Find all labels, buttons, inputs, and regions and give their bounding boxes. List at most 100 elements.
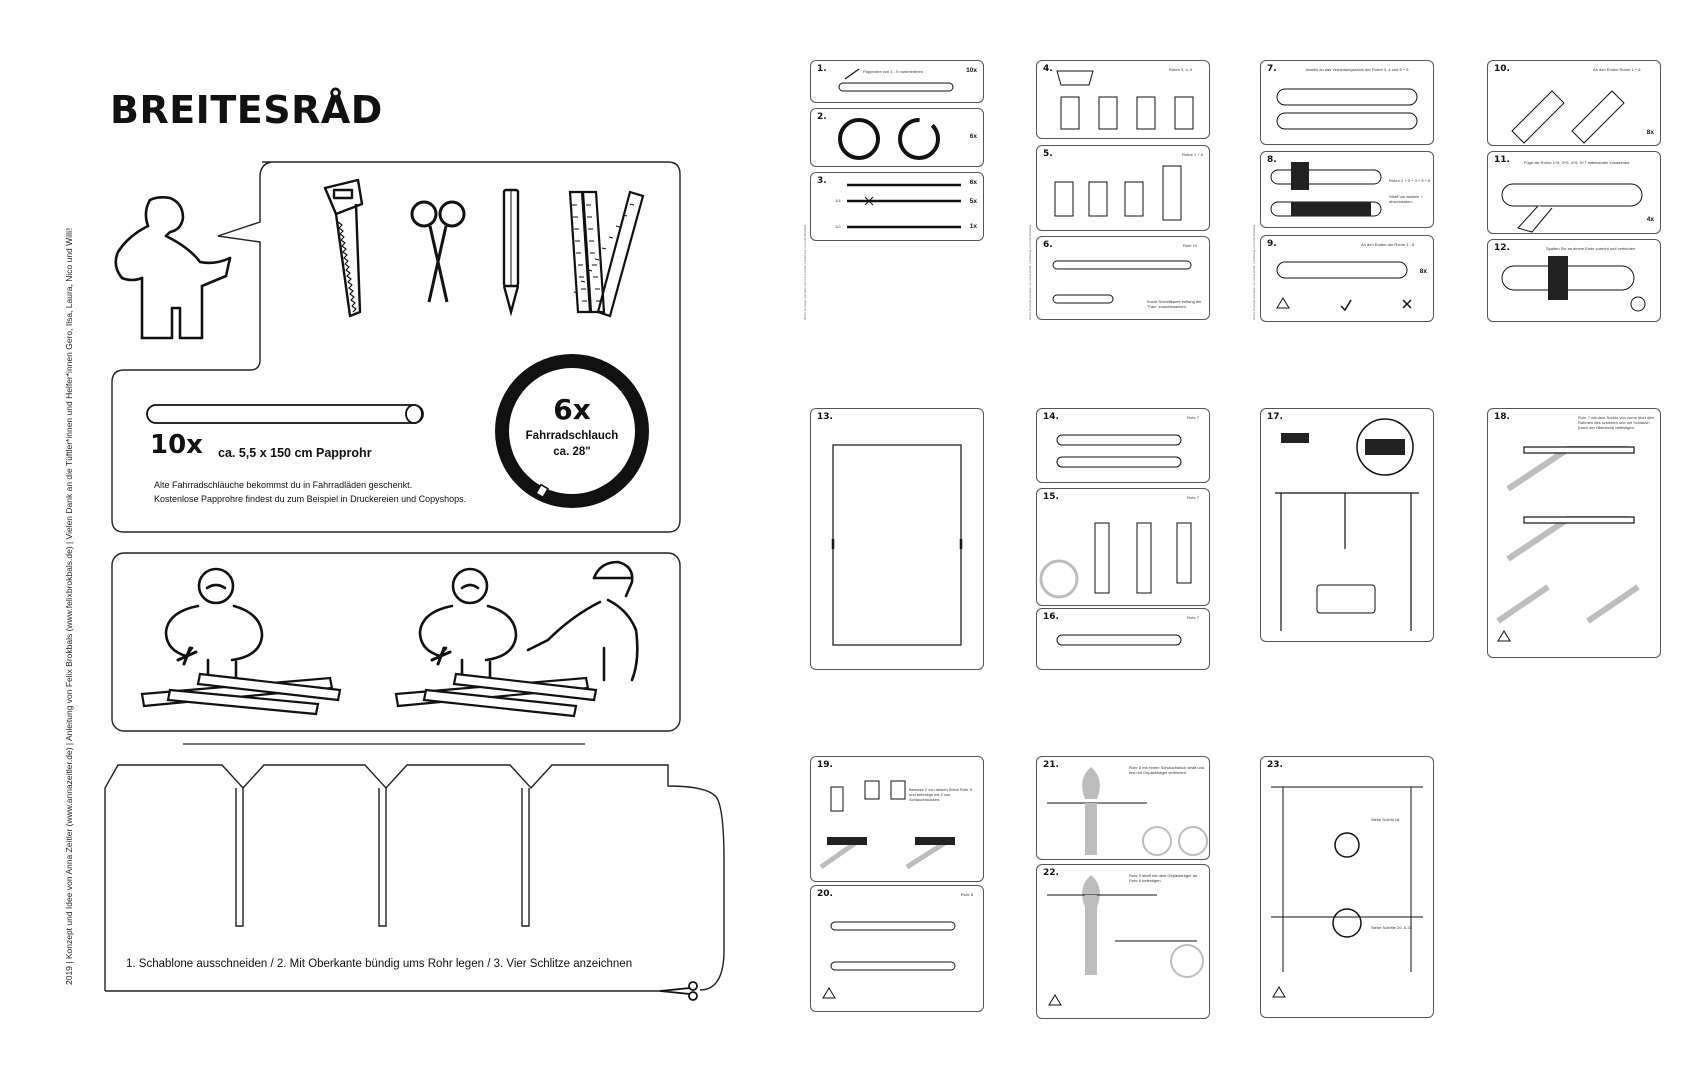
step-note: Rohr 7 <box>1187 615 1200 620</box>
step-16-panel: 16. Rohr 7 <box>1036 608 1210 670</box>
scissors-icon <box>410 200 466 303</box>
step-note-2: Kurze Schnittkante entlang der "Falz" zu… <box>1147 299 1202 309</box>
step-note: Füge die Rohre 1+5, 3+5, 4+5, 5+7 mitein… <box>1524 160 1631 165</box>
step-note: An den Enden Rohre 1 + 6 <box>1593 67 1641 72</box>
step-17-panel: 17. <box>1260 408 1434 642</box>
step-note-2: Straff um wickeln + abschneiden. <box>1389 194 1423 204</box>
step-number: 20. <box>817 889 833 899</box>
step-number: 21. <box>1043 760 1059 770</box>
step-number: 7. <box>1267 64 1277 74</box>
step-7-panel: 7. Jeweils an das Verbindungsstück der R… <box>1260 60 1434 145</box>
inner-tube-quantity: 6x <box>553 393 591 426</box>
step-quantity: 4x <box>1646 216 1654 223</box>
step-note: Rohr 9 straff mit dem Gepäckträger an Ro… <box>1129 873 1198 883</box>
step-number: 16. <box>1043 612 1059 622</box>
callout-label: Siehe Schritte 20. & 22. <box>1371 925 1414 930</box>
pencil-icon <box>502 188 520 317</box>
page-title: BREITESRÅD <box>110 88 383 132</box>
fraction-label: 1/4 <box>835 198 841 203</box>
folding-ruler-icon <box>568 190 645 318</box>
step-5-panel: 5. Rohre 1 + 6 <box>1036 145 1210 231</box>
step-number: 11. <box>1494 155 1510 165</box>
person-hammering-icon <box>164 567 264 682</box>
template-instructions: 1. Schablone ausschneiden / 2. Mit Oberk… <box>126 958 633 970</box>
step-number: 18. <box>1494 412 1510 422</box>
step-quantity: 8x <box>1646 129 1654 136</box>
step-quantity: 5x <box>969 198 977 205</box>
step-6-panel: 6. Rohr 10 Kurze Schnittkante entlang de… <box>1036 236 1210 320</box>
tube-description: ca. 5,5 x 150 cm Papprohr <box>218 446 372 460</box>
step-number: 8. <box>1267 155 1277 165</box>
step-note: Rohr 10 <box>1183 243 1198 248</box>
step-number: 4. <box>1043 64 1053 74</box>
step-note: Rohre 2 + 3 + 4 + 5 + 6 <box>1389 178 1431 183</box>
step-1-panel: 1. Papprohre von 1 - 9 nummerieren 10x <box>810 60 984 103</box>
fraction-label: 1/2 <box>835 224 841 229</box>
step-20-panel: 20. Rohr 8 <box>810 885 984 1012</box>
sheet-credit: 2019 | Konzept und Idee von Anna Zeitler… <box>1028 224 1032 320</box>
step-13-panel: 13. <box>810 408 984 670</box>
step-23-panel: 23. Siehe Schritt 18. Siehe Schritte 20.… <box>1260 756 1434 1018</box>
assistant-figure-icon <box>114 196 232 340</box>
step-15-panel: 15. Rohr 7 <box>1036 488 1210 606</box>
step-number: 5. <box>1043 149 1053 159</box>
step-number: 10. <box>1494 64 1510 74</box>
step-number: 12. <box>1494 243 1510 253</box>
step-8-panel: 8. Rohre 2 + 3 + 4 + 5 + 6 Straff um wic… <box>1260 151 1434 228</box>
step-note: Rohr 7 <box>1187 415 1200 420</box>
callout-label: Siehe Schritt 18. <box>1371 817 1401 822</box>
intro-boxes <box>104 161 725 992</box>
step-note: Spalten Sie an einem Ende zurecht und ve… <box>1546 246 1637 251</box>
step-quantity: 6x <box>969 179 977 186</box>
materials-note-1: Alte Fahrradschläuche bekommst du in Fah… <box>154 480 413 490</box>
step-number: 17. <box>1267 412 1283 422</box>
step-quantity: 1x <box>969 223 977 230</box>
step-note: Rohr 8 mit einem Schlauchstück straff un… <box>1129 765 1205 775</box>
scissors-cut-icon[interactable] <box>0 0 740 1001</box>
step-18-panel: 18. Rohr 7 mit dem Schlitz von vorne übe… <box>1487 408 1661 658</box>
step-number: 19. <box>817 760 833 770</box>
inner-tube-icon <box>495 354 649 508</box>
step-number: 1. <box>817 64 827 74</box>
step-note: Rohre 3, 4, 5 <box>1169 67 1193 72</box>
step-19-panel: 19. Benutze 2 von deinen Stück Rohr 9 un… <box>810 756 984 882</box>
step-9-panel: 9. An den Enden der Rohre 1 - 6 8x <box>1260 235 1434 322</box>
step-number: 9. <box>1267 239 1277 249</box>
sheet-credit: 2019 | Konzept und Idee von Anna Zeitler… <box>803 224 807 320</box>
sheet-credit: 2019 | Konzept und Idee von Anna Zeitler… <box>1252 224 1256 320</box>
step-number: 13. <box>817 412 833 422</box>
step-2-panel: 2. 6x <box>810 108 984 167</box>
step-quantity: 6x <box>969 133 977 140</box>
person-hammering-icon <box>418 567 518 682</box>
step-number: 6. <box>1043 240 1053 250</box>
step-number: 15. <box>1043 492 1059 502</box>
tube-quantity: 10x <box>150 430 203 460</box>
template-slits <box>235 788 530 927</box>
saw-icon <box>323 178 364 318</box>
step-12-panel: 12. Spalten Sie an einem Ende zurecht un… <box>1487 239 1661 322</box>
step-4-panel: 4. Rohre 3, 4, 5 <box>1036 60 1210 139</box>
step-number: 23. <box>1267 760 1283 770</box>
materials-note-2: Kostenlose Papprohre findest du zum Beis… <box>154 494 467 504</box>
step-note: Rohre 1 + 6 <box>1182 152 1204 157</box>
inner-tube-size: ca. 28" <box>553 446 591 458</box>
step-note: Rohr 7 <box>1187 495 1200 500</box>
step-number: 3. <box>817 176 827 186</box>
step-21-panel: 21. Rohr 8 mit einem Schlauchstück straf… <box>1036 756 1210 860</box>
step-14-panel: 14. Rohr 7 <box>1036 408 1210 483</box>
step-number: 22. <box>1043 868 1059 878</box>
step-quantity: 8x <box>1419 268 1427 275</box>
cardboard-tube-icon <box>146 404 424 424</box>
tools-illustration <box>323 178 645 318</box>
step-note: Jeweils an das Verbindungsstück der Rohr… <box>1305 67 1409 72</box>
step-10-panel: 10. An den Enden Rohre 1 + 6 8x <box>1487 60 1661 146</box>
step-quantity: 10x <box>966 67 977 74</box>
step-note: Rohr 8 <box>961 892 974 897</box>
step-note: Rohr 7 mit dem Schlitz von vorne über de… <box>1578 415 1654 430</box>
step-number: 14. <box>1043 412 1059 422</box>
step-22-panel: 22. Rohr 9 straff mit dem Gepäckträger a… <box>1036 864 1210 1019</box>
inner-tube-name: Fahrradschlauch <box>525 430 619 442</box>
team-building-illustration <box>140 560 639 718</box>
step-number: 2. <box>817 112 827 122</box>
step-11-panel: 11. Füge die Rohre 1+5, 3+5, 4+5, 5+7 mi… <box>1487 151 1661 234</box>
